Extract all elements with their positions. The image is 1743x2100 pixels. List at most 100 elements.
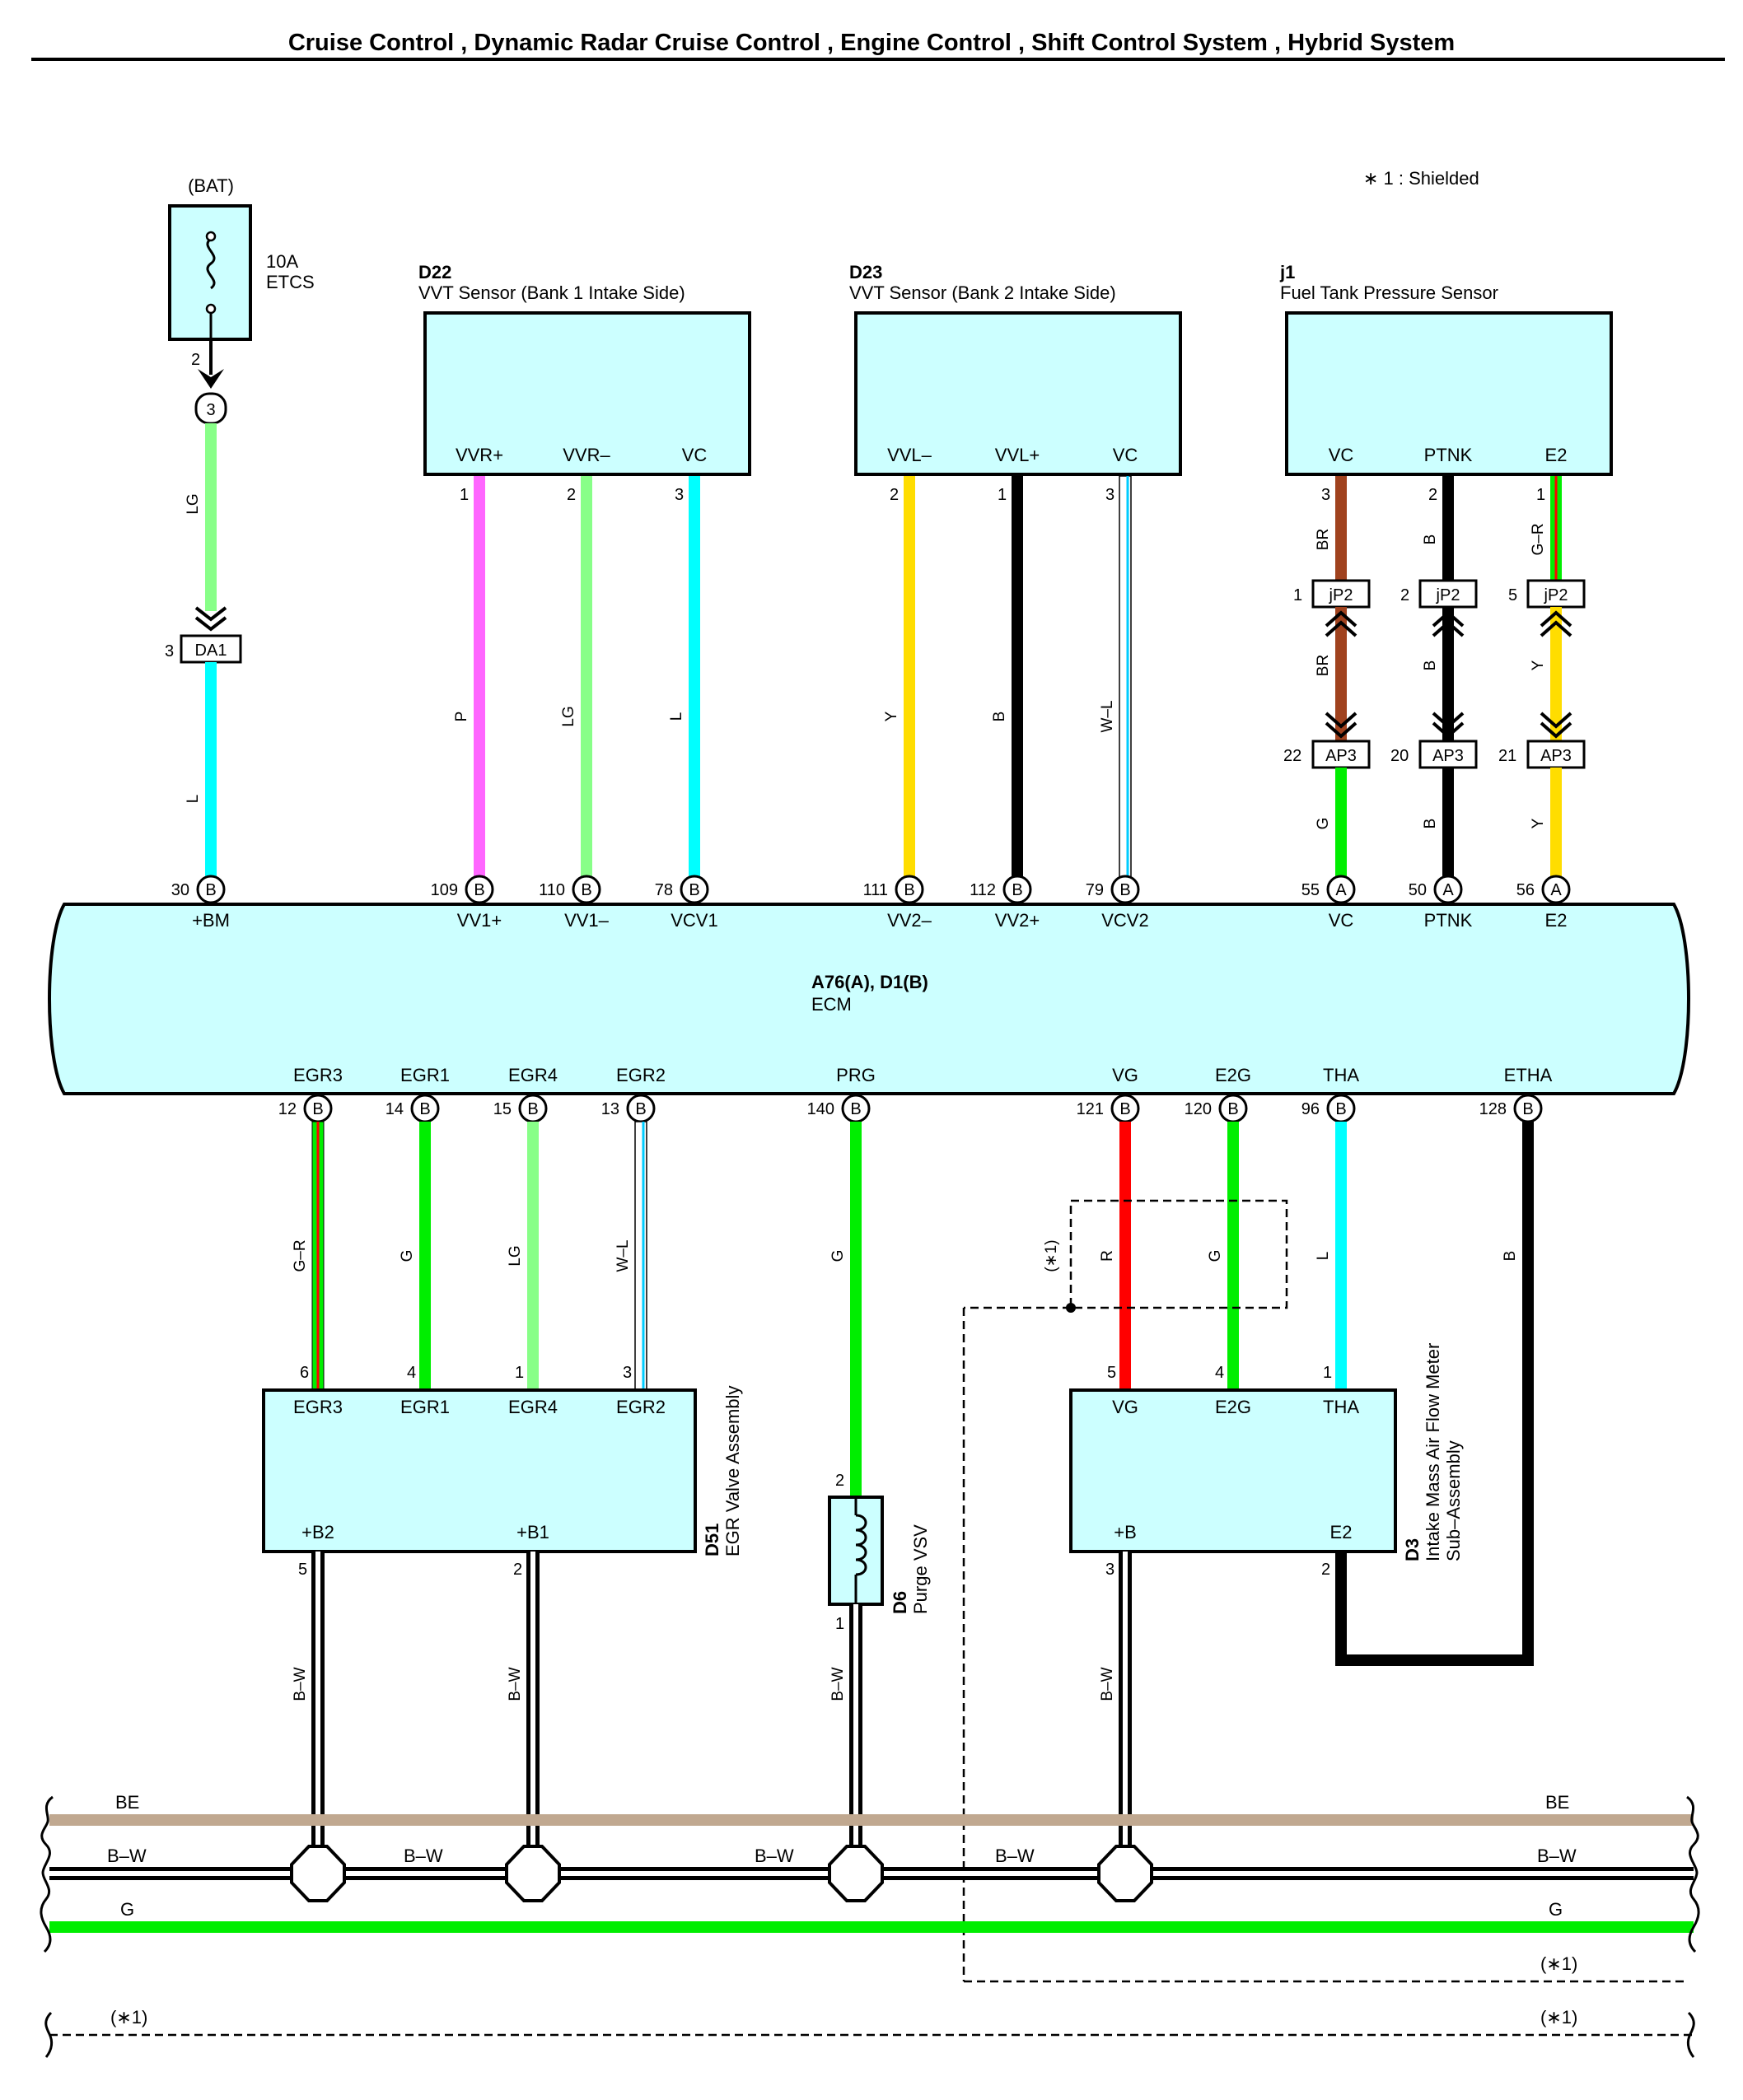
connector-jp2-pin: 5 bbox=[1508, 586, 1517, 604]
pin-connector-letter: B bbox=[850, 1100, 861, 1118]
pin-number: 2 bbox=[567, 486, 576, 504]
pin-number: 110 bbox=[539, 881, 565, 899]
pin-number: 13 bbox=[601, 1100, 619, 1118]
pin-name: E2 bbox=[1545, 910, 1568, 931]
wire-color-label: B–W bbox=[507, 1667, 524, 1701]
connector-jp2 bbox=[1526, 579, 1586, 609]
pin-number: 3 bbox=[1105, 486, 1114, 504]
ecm: A76(A), D1(B) ECM bbox=[48, 903, 1690, 1095]
component-d3: 5 4 1 VG E2G THA +B E2 3 2 D3 Intake Mas… bbox=[1069, 1343, 1464, 1579]
pin-number: 111 bbox=[863, 881, 888, 899]
connector-jp2-label: jP2 bbox=[1544, 586, 1568, 604]
wire-w-l bbox=[634, 1121, 647, 1391]
wire-color-label: Y bbox=[1530, 660, 1547, 670]
ecm-pin-30: B 30 +BM bbox=[171, 875, 230, 931]
pin-number: 3 bbox=[675, 486, 684, 504]
pin-connector-letter: B bbox=[1335, 1100, 1346, 1118]
component-code: D51 bbox=[702, 1524, 722, 1556]
component-code: D23 bbox=[849, 262, 882, 282]
bus-label: B–W bbox=[1537, 1846, 1577, 1866]
ecm-code: A76(A), D1(B) bbox=[811, 972, 928, 992]
pin-connector-letter: B bbox=[474, 881, 484, 899]
ecm-pin-13: EGR2 B 13 bbox=[601, 1065, 666, 1123]
pin-name: VVR+ bbox=[456, 445, 503, 465]
pin-name: VCV2 bbox=[1101, 910, 1148, 931]
wire-color-label: G–R bbox=[1530, 523, 1547, 555]
bus-label: G bbox=[1549, 1899, 1563, 1920]
pin-name: +B1 bbox=[516, 1522, 549, 1542]
component-code: D3 bbox=[1402, 1538, 1423, 1561]
connector-ap3-pin: 20 bbox=[1390, 747, 1409, 765]
pin-name: EGR3 bbox=[293, 1065, 343, 1085]
component-box bbox=[854, 311, 1182, 476]
pin-number: 5 bbox=[1107, 1364, 1116, 1382]
splice-octagon-icon bbox=[290, 1845, 346, 1902]
wire-color-label: B bbox=[1422, 819, 1439, 829]
component-j1: j1 Fuel Tank Pressure Sensor VC PTNK E2 … bbox=[1279, 262, 1613, 504]
bus-label: B–W bbox=[755, 1846, 794, 1866]
connector-chevron-icon bbox=[1540, 610, 1572, 637]
pin-name: VC bbox=[1329, 910, 1354, 931]
pin-connector-letter: B bbox=[581, 881, 591, 899]
ecm-pin-128: ETHA B 128 bbox=[1479, 1065, 1553, 1123]
ecm-bottom-pins: EGR3 B 12 EGR1 B 14 EGR4 B 15 EGR2 B 13 … bbox=[278, 1065, 1553, 1123]
wire-color-label: LG bbox=[185, 493, 202, 514]
connector-jp2-pin: 2 bbox=[1400, 586, 1409, 604]
fuse-arrow-icon bbox=[198, 369, 224, 389]
ecm-pin-96: THA B 96 bbox=[1301, 1065, 1359, 1123]
component-name: VVT Sensor (Bank 2 Intake Side) bbox=[849, 282, 1116, 303]
pin-name: VV2– bbox=[887, 910, 932, 931]
pin-number: 6 bbox=[300, 1364, 309, 1382]
pin-connector-letter: A bbox=[1442, 881, 1454, 899]
pin-name: VC bbox=[682, 445, 708, 465]
bus-label: (∗1) bbox=[1540, 2007, 1577, 2028]
component-box bbox=[1069, 1388, 1397, 1553]
pin-name: VV1+ bbox=[457, 910, 502, 931]
pin-number: 1 bbox=[835, 1615, 844, 1633]
bus-label: BE bbox=[1545, 1792, 1569, 1813]
pin-number: 128 bbox=[1479, 1100, 1507, 1118]
connector-chevron-icon bbox=[1325, 610, 1357, 637]
bus-label: G bbox=[120, 1899, 134, 1920]
wire-color-label: L bbox=[1315, 1252, 1332, 1261]
pin-number: 55 bbox=[1301, 881, 1320, 899]
fuse-name: ETCS bbox=[266, 272, 315, 292]
pin-number: 4 bbox=[407, 1364, 416, 1382]
pin-number: 79 bbox=[1086, 881, 1104, 899]
component-box bbox=[262, 1388, 697, 1553]
component-name: EGR Valve Assembly bbox=[722, 1386, 743, 1556]
component-name-2: Sub–Assembly bbox=[1443, 1440, 1464, 1561]
wire-color-label: B–W bbox=[829, 1667, 847, 1701]
connector-jp2-label: jP2 bbox=[1329, 586, 1353, 604]
bus-g: G G bbox=[49, 1899, 1694, 1933]
connector-ap3-label: AP3 bbox=[1540, 747, 1572, 765]
connector-ap3-pin: 22 bbox=[1283, 747, 1301, 765]
pin-number: 4 bbox=[1215, 1364, 1224, 1382]
pin-name: VVL– bbox=[887, 445, 932, 465]
component-d22: D22 VVT Sensor (Bank 1 Intake Side) VVR+… bbox=[418, 262, 751, 504]
connector-da1 bbox=[180, 634, 242, 664]
pin-name: VV1– bbox=[564, 910, 610, 931]
pin-number: 3 bbox=[1321, 486, 1330, 504]
pin-name: PTNK bbox=[1424, 445, 1473, 465]
component-code: D22 bbox=[418, 262, 451, 282]
pin-name: +B bbox=[1114, 1522, 1137, 1542]
component-code: j1 bbox=[1279, 262, 1295, 282]
pin-number: 109 bbox=[431, 881, 458, 899]
pin-number: 30 bbox=[171, 881, 189, 899]
pin-connector-letter: B bbox=[1012, 881, 1022, 899]
component-d6: 2 1 D6 Purge VSV bbox=[828, 1472, 931, 1633]
wire-color-label: R bbox=[1099, 1250, 1116, 1262]
bus-break-left bbox=[40, 1795, 54, 2058]
pin-number: 2 bbox=[890, 486, 899, 504]
bus-shield: (∗1) (∗1) bbox=[49, 2007, 1694, 2037]
pin-name: VC bbox=[1113, 445, 1138, 465]
component-d23: D23 VVT Sensor (Bank 2 Intake Side) VVL–… bbox=[849, 262, 1182, 504]
wire-color-label: B bbox=[991, 712, 1008, 722]
pin-number: 3 bbox=[1105, 1561, 1114, 1579]
battery-label: (BAT) bbox=[188, 175, 234, 196]
ecm-pin-79: B 79 VCV2 bbox=[1086, 875, 1149, 931]
splice-octagon-icon bbox=[1097, 1845, 1153, 1902]
wire-color-label: W–L bbox=[614, 1239, 632, 1272]
wire-color-label: B bbox=[1422, 660, 1439, 671]
